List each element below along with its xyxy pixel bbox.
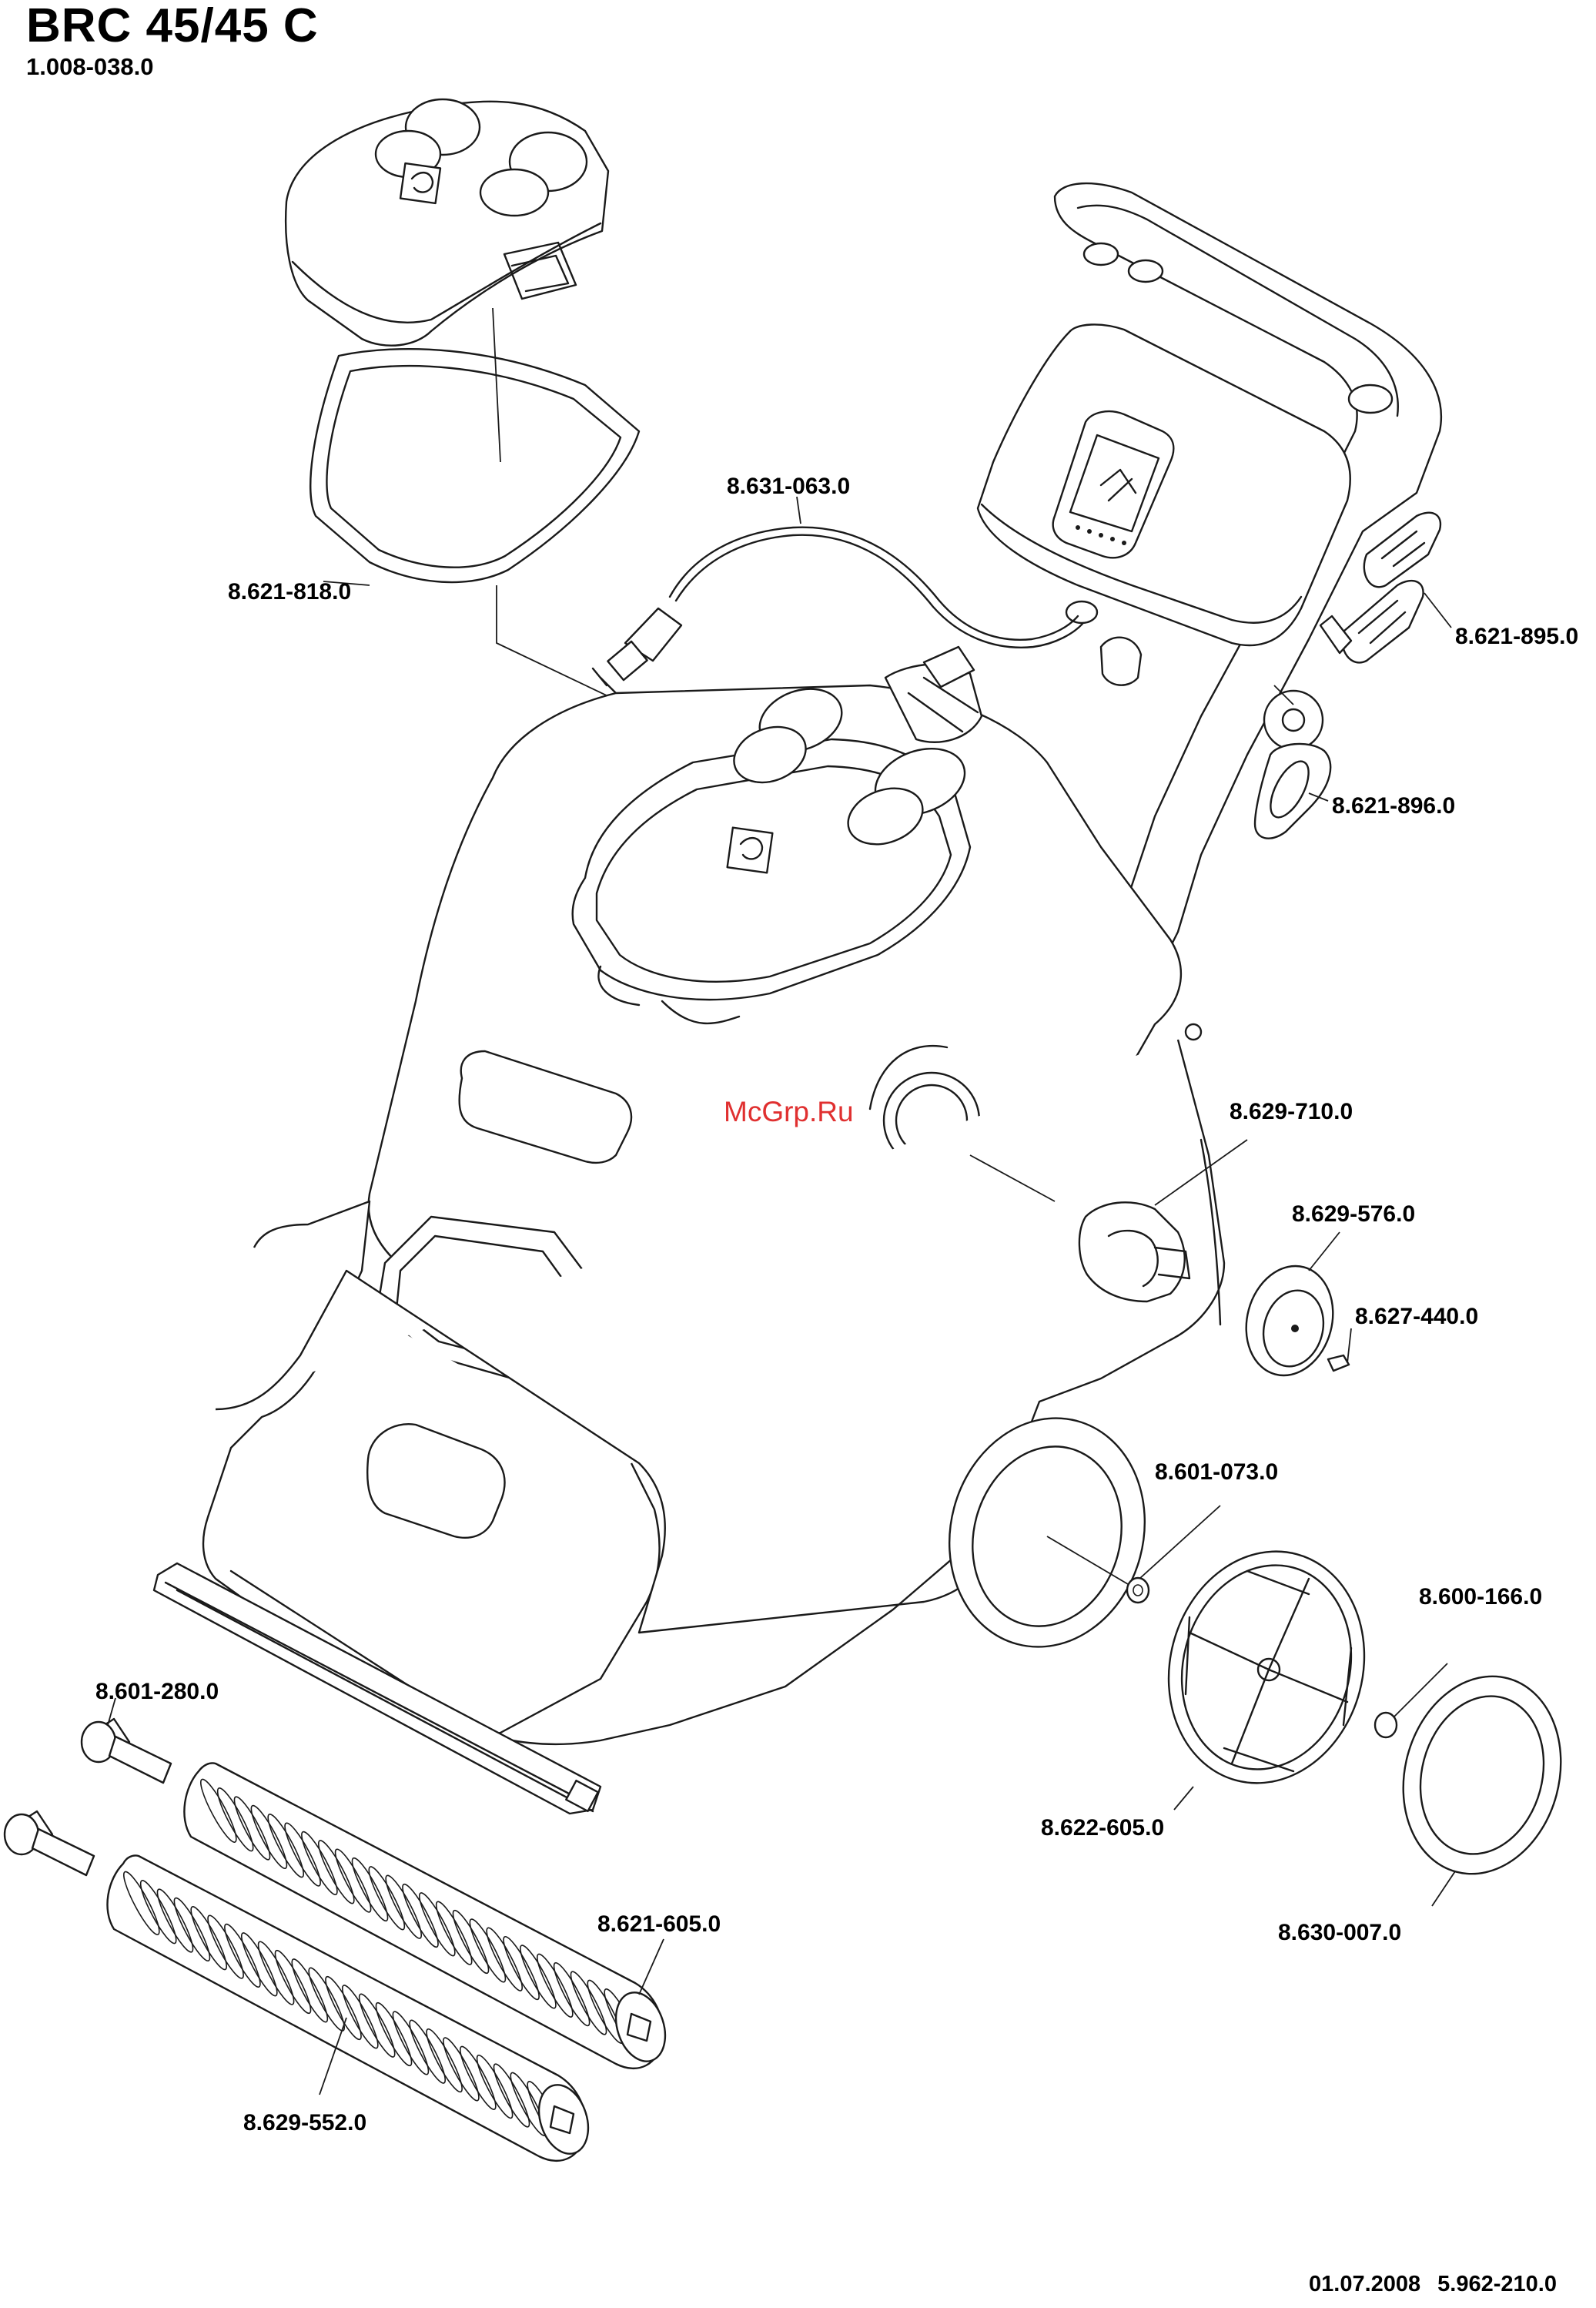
watermark: McGrp.Ru [724, 1097, 854, 1127]
part-label-8627440: 8.627-440.0 [1355, 1304, 1478, 1330]
part-label-8629552: 8.629-552.0 [243, 2110, 366, 2136]
hose-holder-part [1255, 685, 1330, 839]
part-label-8601280: 8.601-280.0 [95, 1679, 219, 1705]
part-label-8621895: 8.621-895.0 [1455, 624, 1578, 650]
tank-lid-part [286, 99, 608, 346]
part-label-8629710: 8.629-710.0 [1230, 1099, 1353, 1125]
part-label-8622605: 8.622-605.0 [1041, 1815, 1164, 1841]
part-label-8621605: 8.621-605.0 [597, 1911, 721, 1938]
power-cord-part [593, 528, 1082, 693]
lid-gasket-part [310, 308, 639, 582]
footer-doc-number: 5.962-210.0 [1437, 2272, 1557, 2296]
part-label-8621896: 8.621-896.0 [1332, 793, 1455, 819]
part-label-8629576: 8.629-576.0 [1292, 1201, 1415, 1228]
part-label-8601073: 8.601-073.0 [1155, 1459, 1278, 1486]
page-footer: 01.07.2008 5.962-210.0 [1309, 2272, 1557, 2296]
part-label-8600166: 8.600-166.0 [1419, 1584, 1542, 1610]
part-label-8630007: 8.630-007.0 [1278, 1920, 1401, 1946]
part-label-8621818: 8.621-818.0 [228, 579, 351, 605]
part-label-8631063: 8.631-063.0 [727, 474, 850, 500]
footer-date: 01.07.2008 [1309, 2272, 1420, 2296]
